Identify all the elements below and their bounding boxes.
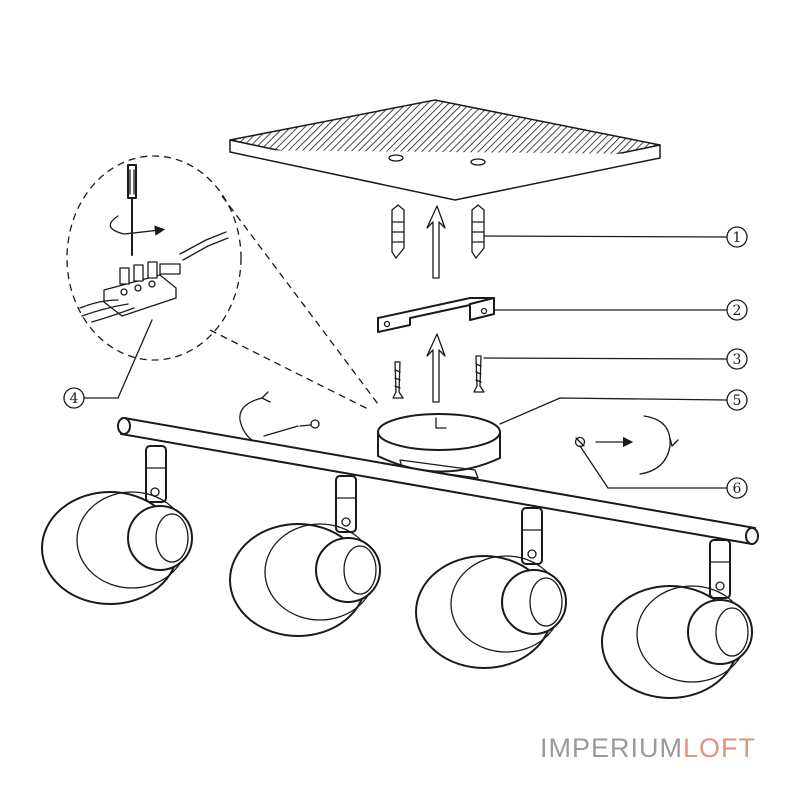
screwdriver-icon [127,164,137,256]
callout-6: 6 [726,477,748,499]
callout-label: 5 [733,393,742,409]
leader-lines [83,235,727,489]
callout-label: 6 [733,481,742,497]
callout-5: 5 [726,389,748,411]
watermark-part-a: IMPERIUM [540,733,683,763]
callout-4: 4 [63,387,85,409]
wall-plug-icon [471,204,485,259]
callout-label: 3 [733,352,742,368]
spotlight-icon [601,539,753,699]
screw-icon [392,361,404,399]
rotate-arrow-icon [595,415,679,475]
screw-icon [299,419,320,429]
cable-icon [179,231,229,261]
callout-1: 1 [726,226,748,248]
mounting-bracket [377,297,495,333]
spotlight-icon [229,475,381,637]
wiring-detail [66,155,379,411]
screw-icon [473,355,485,393]
callout-3: 3 [726,348,748,370]
callout-2: 2 [726,299,748,321]
up-arrow-icon [426,333,446,403]
rotate-arrow-icon [109,215,166,236]
callout-label: 4 [70,391,79,407]
ceiling-slab [229,99,661,201]
rail-bar [117,417,759,545]
up-arrow-icon [426,205,446,279]
rotate-arrow-icon [239,391,299,447]
screw-icon [574,436,586,448]
spotlight-icon [415,507,567,669]
terminal-block-icon [79,261,181,323]
wall-plug-icon [391,204,405,259]
watermark-part-b: LOFT [683,733,757,763]
callout-label: 1 [733,230,742,246]
spotlight-icon [41,445,193,605]
callout-label: 2 [733,303,742,319]
brand-watermark: IMPERIUMLOFT [540,733,756,764]
